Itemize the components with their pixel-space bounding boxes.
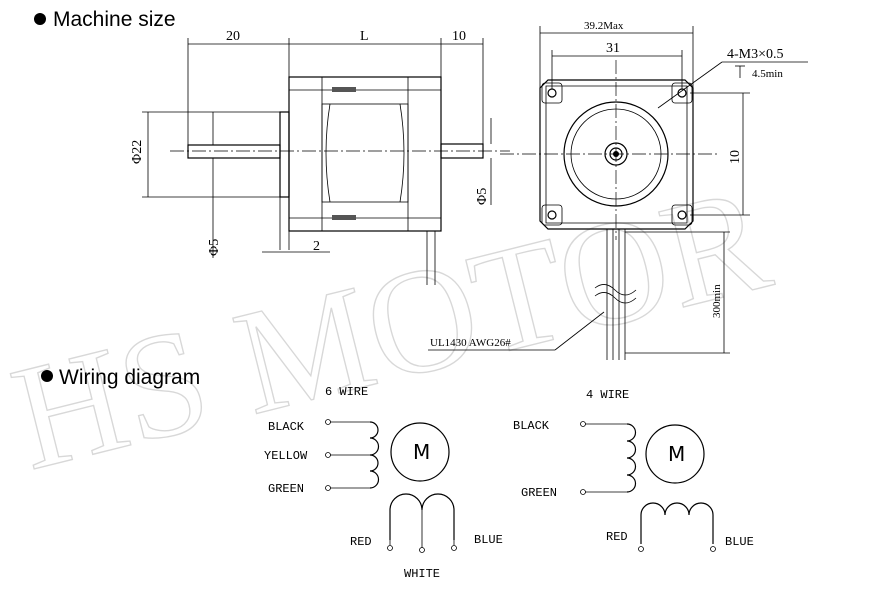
- dim-side: 10: [728, 150, 743, 164]
- dim-rear-shaft: 10: [452, 29, 466, 44]
- six-wire-black-label: BLACK: [268, 420, 305, 434]
- watermark: HS MOTOR: [0, 155, 783, 502]
- four-wire-diagram: 4 WIRE BLACK GREEN M RED BLUE: [513, 388, 754, 552]
- wiring-diagram-heading: Wiring diagram: [59, 366, 200, 389]
- bullet-icon: [34, 13, 46, 25]
- bullet-icon: [41, 370, 53, 382]
- six-wire-white-label: WHITE: [404, 567, 440, 581]
- dim-hole-depth: 4.5min: [752, 68, 783, 80]
- front-view: 39.2Max 31 4-M3×0.5 4.5min 10 300min UL1…: [428, 20, 808, 360]
- four-wire-title: 4 WIRE: [586, 388, 629, 402]
- six-wire-blue-label: BLUE: [474, 533, 503, 547]
- four-wire-green-label: GREEN: [521, 486, 557, 500]
- four-wire-blue-label: BLUE: [725, 535, 754, 549]
- six-wire-diagram: 6 WIRE BLACK YELLOW GREEN M RED BLUE WHI…: [264, 385, 503, 581]
- dim-body-length: L: [360, 29, 369, 44]
- dim-hole-spacing: 31: [606, 41, 620, 56]
- six-wire-green-label: GREEN: [268, 482, 304, 496]
- dim-shaft-dia-front: Φ5: [207, 239, 222, 256]
- six-wire-yellow-label: YELLOW: [264, 449, 308, 463]
- six-wire-title: 6 WIRE: [325, 385, 368, 399]
- side-view: 20 L 10 Φ22 Φ5 Φ5 2: [130, 29, 510, 285]
- six-wire-red-label: RED: [350, 535, 372, 549]
- machine-size-heading: Machine size: [53, 8, 176, 31]
- four-wire-motor-symbol: M: [668, 442, 685, 466]
- six-wire-motor-symbol: M: [413, 440, 430, 464]
- dim-flange-dia: Φ22: [130, 140, 145, 164]
- four-wire-red-label: RED: [606, 530, 628, 544]
- four-wire-black-label: BLACK: [513, 419, 550, 433]
- dim-shaft-dia-rear: Φ5: [475, 188, 490, 205]
- dim-shaft-length: 20: [226, 29, 240, 44]
- dim-flange-thickness: 2: [313, 239, 320, 254]
- dim-lead-length: 300min: [711, 284, 723, 318]
- dim-max-width: 39.2Max: [584, 20, 624, 32]
- cable-spec: UL1430 AWG26#: [430, 337, 511, 349]
- dim-mount-holes: 4-M3×0.5: [727, 47, 784, 62]
